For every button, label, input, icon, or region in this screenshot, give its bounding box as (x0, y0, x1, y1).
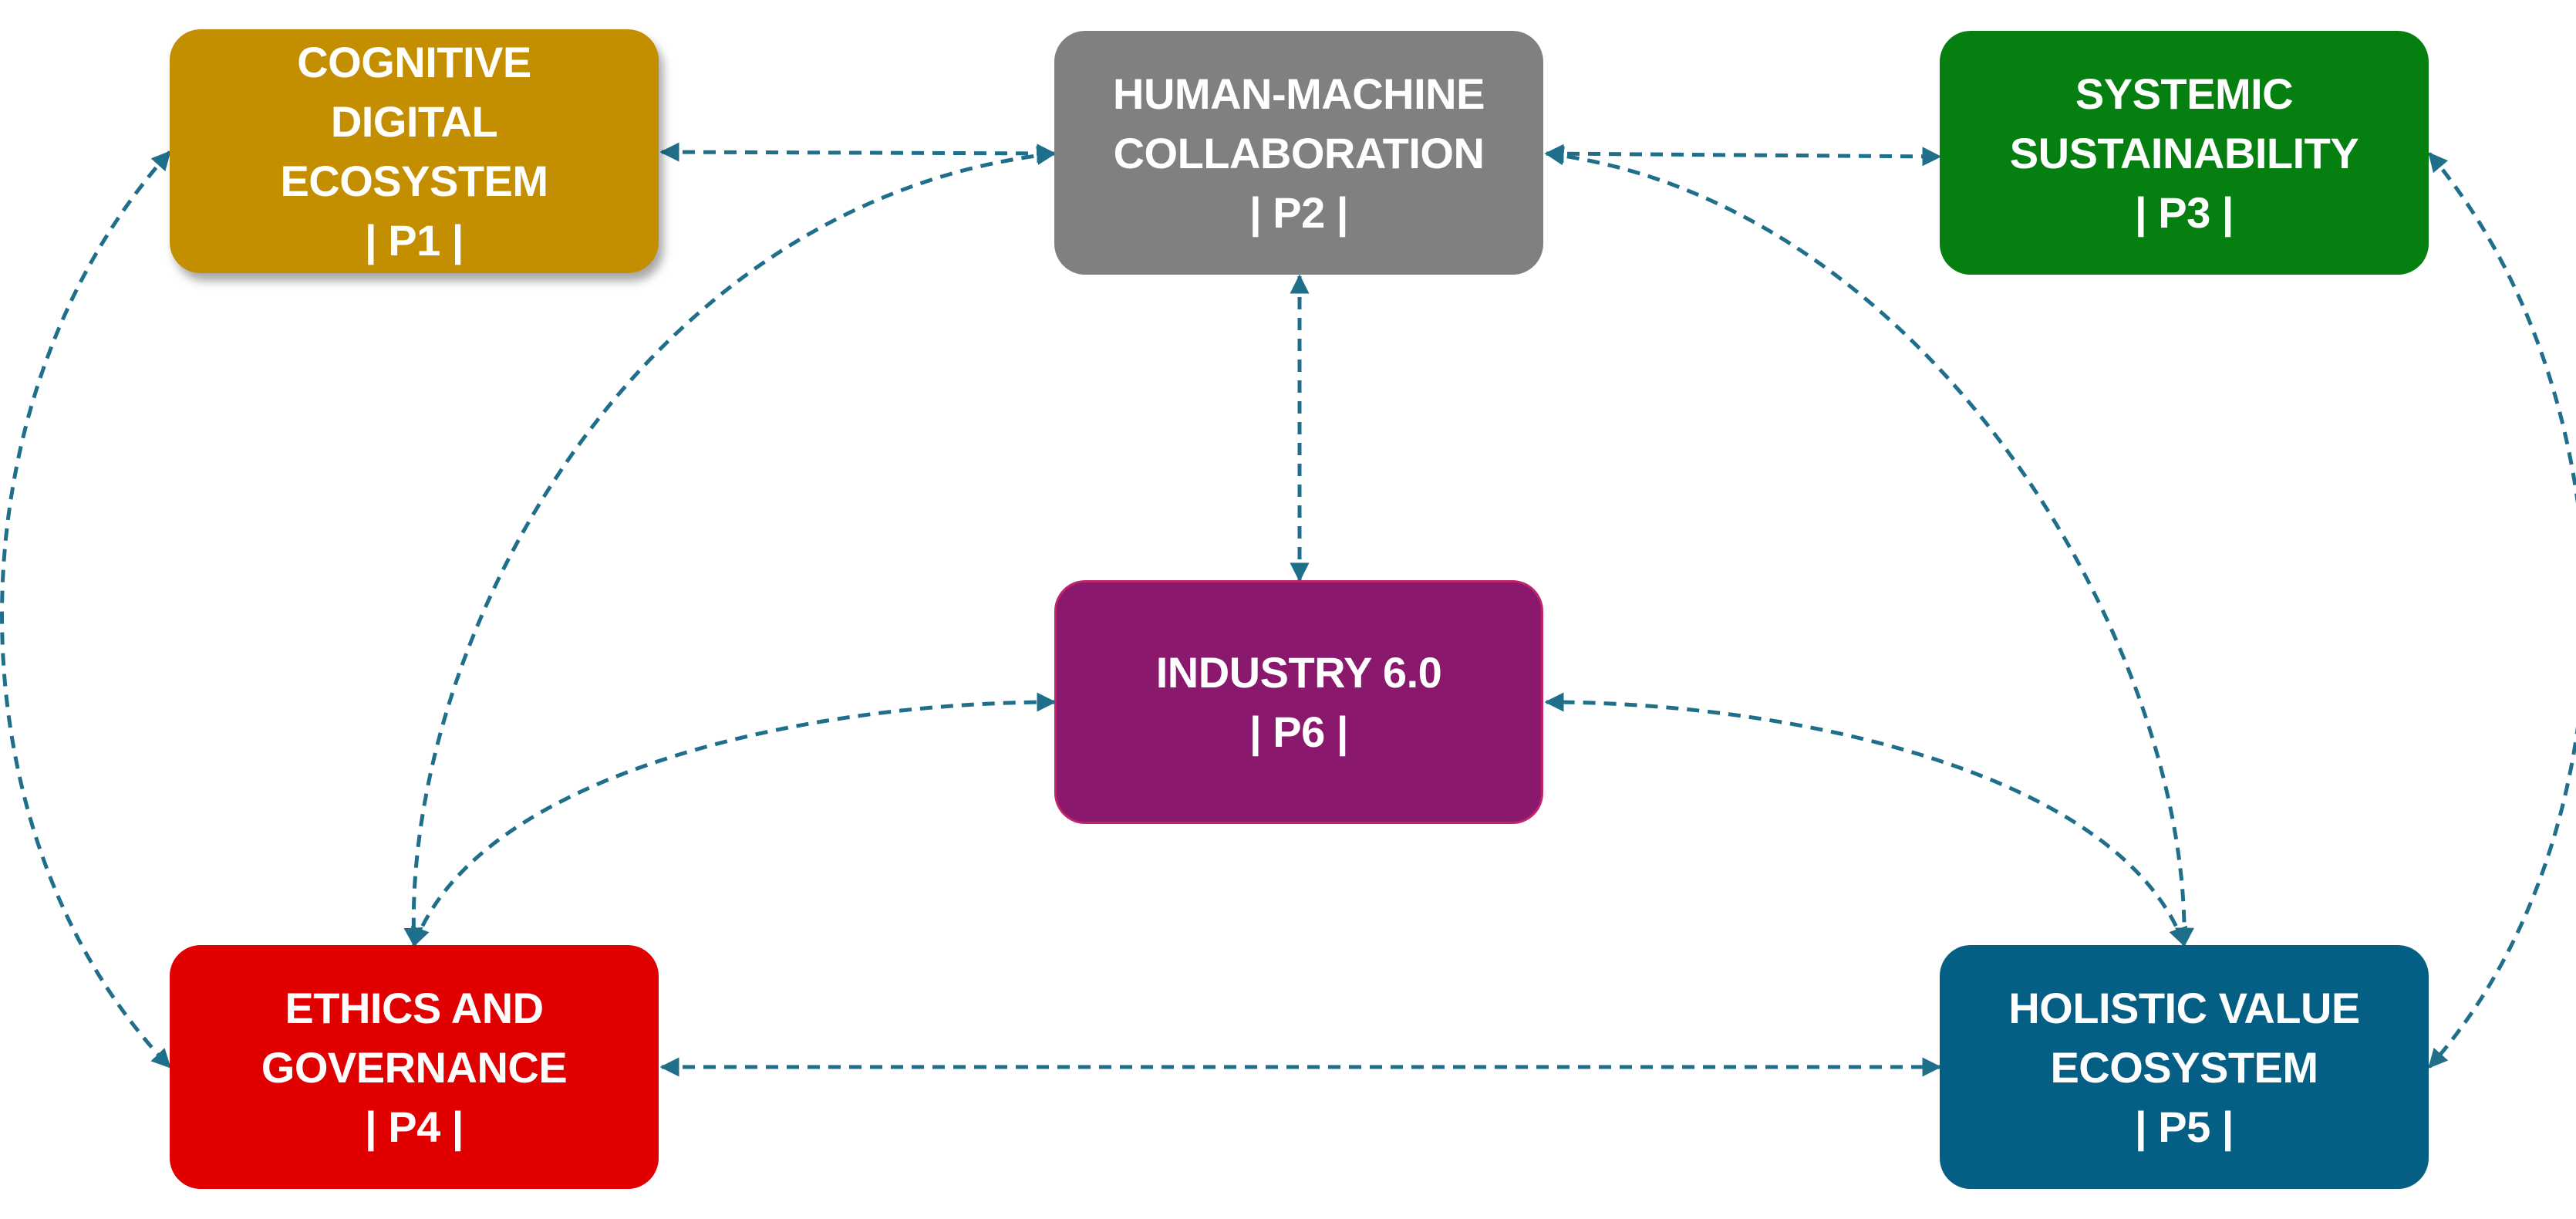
node-label-line: SYSTEMIC (2075, 69, 2294, 118)
node-label-line: COLLABORATION (1113, 128, 1485, 177)
node-label-line: INDUSTRY 6.0 (1155, 648, 1442, 697)
node-label-line: ECOSYSTEM (2050, 1042, 2318, 1092)
node-label-line: ETHICS AND (285, 983, 544, 1032)
node-human-machine-collaboration: HUMAN-MACHINE COLLABORATION | P2 | (1054, 31, 1543, 275)
node-label-line: DIGITAL (330, 97, 498, 146)
node-id-label: | P1 | (365, 216, 464, 265)
connector-p5-p6 (1544, 692, 2188, 947)
node-id-label: | P3 | (2135, 187, 2234, 237)
node-cognitive-digital-ecosystem: COGNITIVE DIGITAL ECOSYSTEM | P1 | (170, 29, 659, 273)
node-systemic-sustainability: SYSTEMIC SUSTAINABILITY | P3 | (1940, 31, 2429, 275)
node-id-label: | P4 | (365, 1102, 464, 1151)
connector-p3-p5 (2428, 152, 2576, 1069)
node-label-line: HUMAN-MACHINE (1113, 69, 1485, 118)
connector-p2-p5 (1544, 146, 2194, 947)
node-label-line: ECOSYSTEM (280, 157, 548, 205)
node-label-line: SUSTAINABILITY (2009, 128, 2359, 177)
node-id-label: | P6 | (1249, 707, 1348, 756)
node-ethics-and-governance: ETHICS AND GOVERNANCE | P4 | (170, 945, 659, 1189)
node-id-label: | P2 | (1249, 187, 1348, 237)
node-industry-6-0: INDUSTRY 6.0 | P6 | (1054, 580, 1543, 824)
connector-p1-p2 (659, 142, 1057, 164)
connector-p4-p6 (411, 692, 1057, 947)
node-holistic-value-ecosystem: HOLISTIC VALUE ECOSYSTEM | P5 | (1940, 945, 2429, 1189)
node-label-line: HOLISTIC VALUE (2008, 983, 2360, 1032)
connector-p2-p3 (1544, 144, 1942, 167)
connector-p1-p4 (0, 150, 171, 1069)
node-label-line: COGNITIVE (297, 38, 531, 86)
node-label-line: GOVERNANCE (261, 1042, 568, 1092)
node-id-label: | P5 | (2135, 1102, 2234, 1151)
